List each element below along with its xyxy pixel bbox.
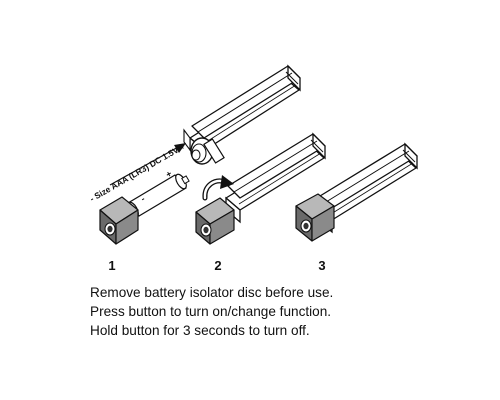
step-2-label: 2 [214,258,222,273]
instructions: Remove battery isolator disc before use.… [90,283,490,340]
light-body-closing [225,132,326,224]
rotate-arrow-icon [202,175,234,201]
end-cap-removed [99,196,139,245]
light-body-open [183,64,301,164]
step-3-illustration [295,142,418,242]
step-1-illustration: - Size AAA (LR3) DC 1.5V + + - [88,64,301,245]
instruction-line-power-on: Press button to turn on/change function. [90,304,332,319]
battery-minus-sign: - [139,194,147,204]
instruction-line-power-off: Hold button for 3 seconds to turn off. [90,323,310,338]
light-body-assembled [317,142,418,234]
end-cap-attaching [195,197,235,245]
battery-contact-ring [190,137,225,165]
step-3-label: 3 [318,258,326,273]
insert-direction-arrow [109,143,186,186]
instruction-line-isolator: Remove battery isolator disc before use. [90,285,334,300]
battery-plus-sign: + [164,168,174,179]
end-cap-attached [295,193,335,242]
step-2-illustration [195,132,326,245]
step-1-label: 1 [108,258,116,273]
